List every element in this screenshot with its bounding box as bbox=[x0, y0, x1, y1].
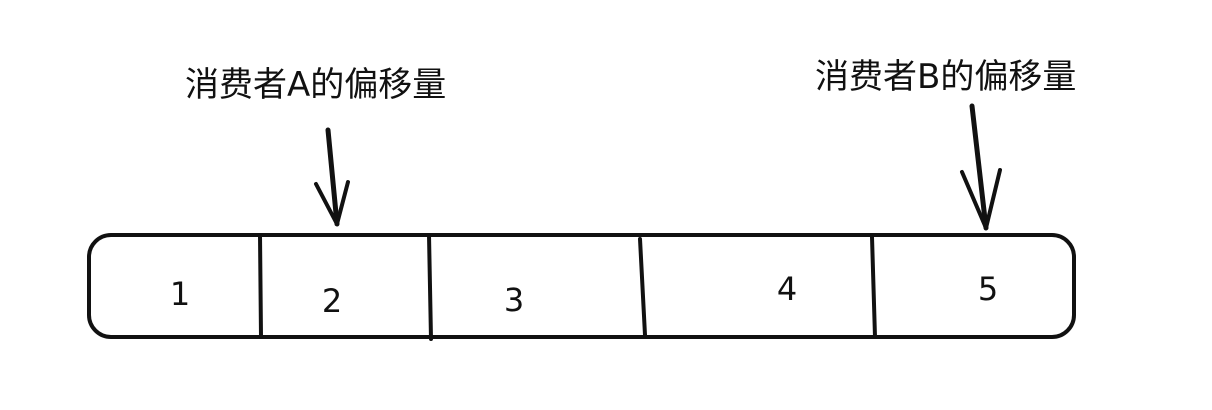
cell-divider bbox=[870, 235, 877, 339]
log-bar bbox=[87, 233, 1076, 339]
consumer-b-offset-label: 消费者B的偏移量 bbox=[815, 57, 1076, 97]
consumer-a-offset-label: 消费者A的偏移量 bbox=[185, 65, 446, 105]
cell-divider bbox=[427, 233, 433, 341]
cell-number-2: 2 bbox=[322, 282, 342, 320]
cell-number-3: 3 bbox=[504, 281, 524, 319]
cell-number-1: 1 bbox=[170, 275, 190, 313]
consumer-b-arrow bbox=[969, 103, 989, 231]
consumer-a-arrow bbox=[325, 127, 340, 227]
consumer-b-arrowhead bbox=[960, 168, 1002, 230]
cell-number-5: 5 bbox=[978, 270, 998, 308]
cell-divider bbox=[258, 233, 263, 339]
consumer-a-arrowhead bbox=[314, 180, 350, 226]
cell-number-4: 4 bbox=[777, 270, 797, 308]
cell-divider bbox=[638, 237, 647, 337]
